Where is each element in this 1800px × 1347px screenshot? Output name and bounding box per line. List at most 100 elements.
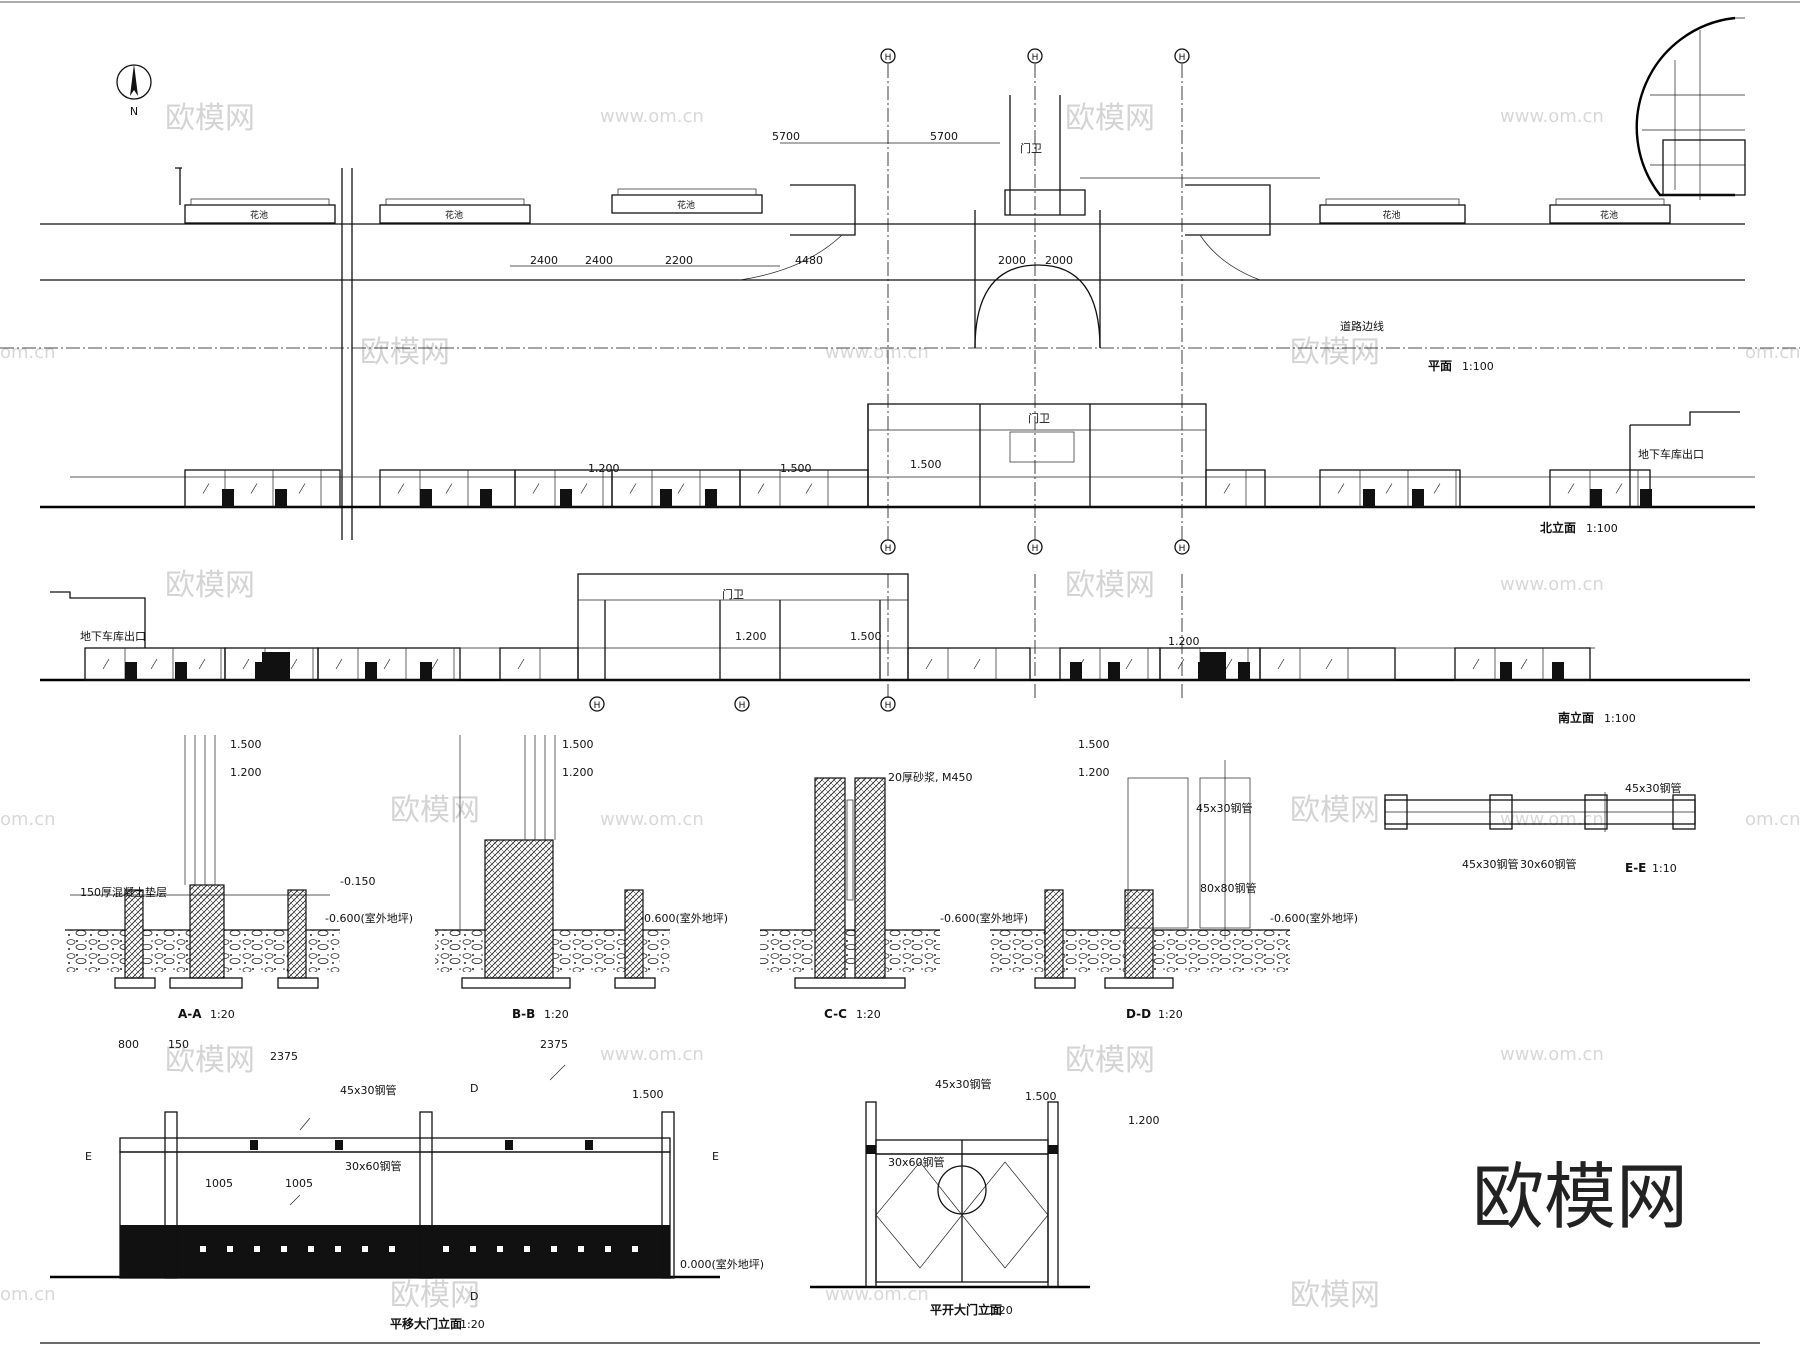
slide-steel-45x30: 45x30钢管: [340, 1083, 397, 1097]
glass-mark: [202, 483, 210, 494]
fence-pier: [1590, 489, 1602, 507]
watermark-text: 欧模网: [390, 1278, 480, 1313]
glass-mark: [431, 658, 439, 670]
grid-bubble-label: H: [885, 701, 892, 711]
glass-mark: [1225, 658, 1233, 670]
fence-pier: [1500, 662, 1512, 680]
fence-pier: [420, 489, 432, 507]
glass-mark: [298, 483, 306, 494]
section-aa-title: A-A: [178, 1007, 202, 1021]
glass-mark: [198, 658, 206, 670]
south-elev-1200: 1.200: [735, 630, 767, 643]
section-dd-scale: 1:20: [1158, 1008, 1183, 1021]
section-aa-scale: 1:20: [210, 1008, 235, 1021]
planter-label: 花池: [677, 199, 695, 211]
south-elevation: 南立面 1:100 门卫 地下车库出口 1.200 1.500 1.200: [40, 573, 1750, 725]
footing: [1104, 977, 1174, 989]
gate-dot: [524, 1246, 530, 1252]
aa-elev-m0150: -0.150: [340, 875, 375, 888]
plan-scale: 1:100: [1462, 360, 1494, 373]
glass-mark: [1277, 658, 1285, 670]
plan-dim-2400-a: 2400: [530, 254, 558, 267]
plan-dim-2200: 2200: [665, 254, 693, 267]
glass-mark: [677, 483, 685, 494]
watermark-text: 欧模网: [1065, 101, 1155, 136]
south-pier-large: [262, 652, 290, 680]
fence-pier: [175, 662, 187, 680]
fence-pier: [1108, 662, 1120, 680]
north-elev-1500: 1.500: [780, 462, 812, 475]
plan-dim-5700-a: 5700: [772, 130, 800, 143]
gate-dot: [578, 1246, 584, 1252]
glass-mark: [1472, 658, 1480, 670]
glass-mark: [102, 658, 110, 670]
dd-elev-1500: 1.500: [1078, 738, 1110, 751]
fence-pier: [1552, 662, 1564, 680]
aa-concrete-label: 150厚混凝土垫层: [80, 885, 167, 899]
slide-mark-d-top: D: [470, 1082, 478, 1095]
north-label: N: [130, 105, 138, 118]
footing: [461, 977, 571, 989]
grid-bubble-label: H: [885, 53, 892, 63]
fence-panel: [499, 647, 579, 681]
grid-bubble-label: H: [739, 701, 746, 711]
hatched-wall: [854, 777, 886, 979]
planter-cap: [617, 188, 757, 196]
watermark-url-partial: om.cn: [0, 809, 56, 830]
footing: [1034, 977, 1076, 989]
glass-mark: [1433, 483, 1441, 494]
glass-mark: [580, 483, 588, 494]
swing-gate-title: 平开大门立面: [930, 1302, 1002, 1317]
grid-bubble: [1174, 539, 1190, 555]
watermark-url: www.om.cn: [1500, 809, 1604, 830]
fence-pier: [660, 489, 672, 507]
slide-mark-d-bottom: D: [470, 1290, 478, 1303]
bb-elev-m0600: -0.600(室外地坪): [640, 911, 728, 925]
plan-post: [175, 167, 182, 205]
grid-bubble: [589, 696, 605, 712]
fence-panel: [1205, 469, 1266, 508]
north-elevation-title: 北立面: [1540, 520, 1576, 535]
south-guard-label: 门卫: [722, 587, 744, 601]
bb-post-lines: [524, 735, 556, 840]
gate-dot: [200, 1246, 206, 1252]
fence-pier: [1412, 489, 1424, 507]
dd-gate-frame: [1127, 777, 1189, 929]
slide-dim-800: 800: [118, 1038, 139, 1051]
slide-elev-1500: 1.500: [632, 1088, 664, 1101]
fence-panel: [1454, 647, 1591, 681]
glass-mark: [1223, 483, 1231, 494]
planter-cap: [385, 198, 525, 206]
section-ee: E-E 1:10 45x30钢管 30x60钢管 45x30钢管: [1384, 781, 1696, 875]
grid-bubble: [734, 696, 750, 712]
planter-cap: [1325, 198, 1460, 206]
plan-dim-4480: 4480: [795, 254, 823, 267]
plan-view: 花池花池花池花池花池 平面 1:100 道路边线 门卫 5700 5700 24…: [0, 16, 1800, 540]
grid-bubble: [1027, 539, 1043, 555]
slide-dim-150: 150: [168, 1038, 189, 1051]
glass-mark: [629, 483, 637, 494]
hatched-wall: [1044, 889, 1064, 979]
glass-mark: [1337, 483, 1345, 494]
cc-a20-label: 20厚砂浆, M450: [888, 770, 972, 784]
slide-dim-1005-a: 1005: [205, 1177, 233, 1190]
sliding-gate-scale: 1:20: [460, 1318, 485, 1331]
watermark-url: www.om.cn: [1500, 574, 1604, 595]
north-elev-1500-b: 1.500: [910, 458, 942, 471]
glass-mark: [335, 658, 343, 670]
watermark-text: 欧模网: [360, 335, 450, 370]
gate-dot: [632, 1246, 638, 1252]
grid-bubble: [880, 48, 896, 64]
fence-pier: [480, 489, 492, 507]
slide-dim-2375-b: 2375: [270, 1050, 298, 1063]
glass-mark: [1615, 483, 1623, 494]
sliding-gate-title: 平移大门立面: [390, 1316, 462, 1331]
dd-elev-1200: 1.200: [1078, 766, 1110, 779]
watermark-url-partial: om.cn: [0, 342, 56, 363]
aa-elev-m0600: -0.600(室外地坪): [325, 911, 413, 925]
fence-panel: [317, 647, 461, 681]
gate-dot: [470, 1246, 476, 1252]
glass-mark: [445, 483, 453, 494]
gate-dot: [362, 1246, 368, 1252]
